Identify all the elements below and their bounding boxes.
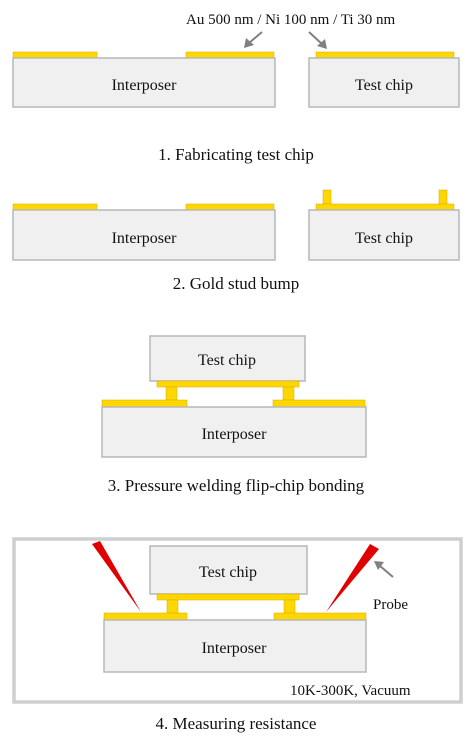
interposer-pad-left xyxy=(12,203,98,211)
stud-bump-left xyxy=(322,189,332,205)
test-chip-pad xyxy=(156,380,300,388)
test-chip-label: Test chip xyxy=(198,352,256,369)
interposer-label: Interposer xyxy=(202,426,268,443)
test-chip-label: Test chip xyxy=(199,564,257,581)
test-chip-label: Test chip xyxy=(355,230,413,247)
vacuum-chamber-frame xyxy=(12,537,463,704)
step-4: Test chip Interposer Probe 10K-300K, Vac… xyxy=(12,537,463,733)
step-1: Au 500 nm / Ni 100 nm / Ti 30 nm Interpo… xyxy=(12,12,460,164)
interposer-pad-right xyxy=(273,612,367,621)
interposer-pad-left xyxy=(12,51,98,59)
interposer-pad-left xyxy=(101,399,188,408)
interposer-label: Interposer xyxy=(112,230,178,247)
interposer-substrate xyxy=(12,57,276,108)
interposer-substrate xyxy=(101,406,367,458)
stud-bump-right xyxy=(283,599,296,614)
interposer-substrate xyxy=(12,209,276,261)
probe-arrow xyxy=(374,561,394,578)
step-2: Interposer Test chip 2. Gold stud bump xyxy=(12,189,460,293)
interposer-pad-right xyxy=(185,203,275,211)
step-2-caption: 2. Gold stud bump xyxy=(173,274,300,293)
stud-bump-right xyxy=(438,189,448,205)
step-1-caption: 1. Fabricating test chip xyxy=(158,145,314,164)
interposer-pad-right xyxy=(272,399,366,408)
test-chip-substrate xyxy=(308,209,460,261)
test-chip-substrate xyxy=(308,57,460,108)
step-4-caption: 4. Measuring resistance xyxy=(156,714,317,733)
conditions-label: 10K-300K, Vacuum xyxy=(290,683,411,699)
probe-right xyxy=(326,544,379,612)
interposer-pad-right xyxy=(185,51,275,59)
test-chip-substrate xyxy=(149,545,308,595)
step-3-caption: 3. Pressure welding flip-chip bonding xyxy=(108,476,365,495)
test-chip-substrate xyxy=(149,335,306,382)
interposer-label: Interposer xyxy=(202,640,268,657)
interposer-substrate xyxy=(103,619,367,673)
stud-bump-right xyxy=(282,386,295,401)
test-chip-pad xyxy=(156,593,300,601)
interposer-label: Interposer xyxy=(112,77,178,94)
stud-bump-left xyxy=(165,386,178,401)
step-3: Test chip Interposer 3. Pressure welding… xyxy=(101,335,367,495)
metal-stack-label: Au 500 nm / Ni 100 nm / Ti 30 nm xyxy=(186,12,396,28)
interposer-pad-left xyxy=(103,612,188,621)
probe-label: Probe xyxy=(373,597,408,613)
test-chip-pad xyxy=(315,203,455,211)
test-chip-label: Test chip xyxy=(355,77,413,94)
metal-stack-arrow-left xyxy=(244,31,263,48)
test-chip-pad xyxy=(315,51,455,59)
probe-left xyxy=(92,541,141,612)
stud-bump-left xyxy=(166,599,179,614)
metal-stack-arrow-right xyxy=(308,31,327,49)
